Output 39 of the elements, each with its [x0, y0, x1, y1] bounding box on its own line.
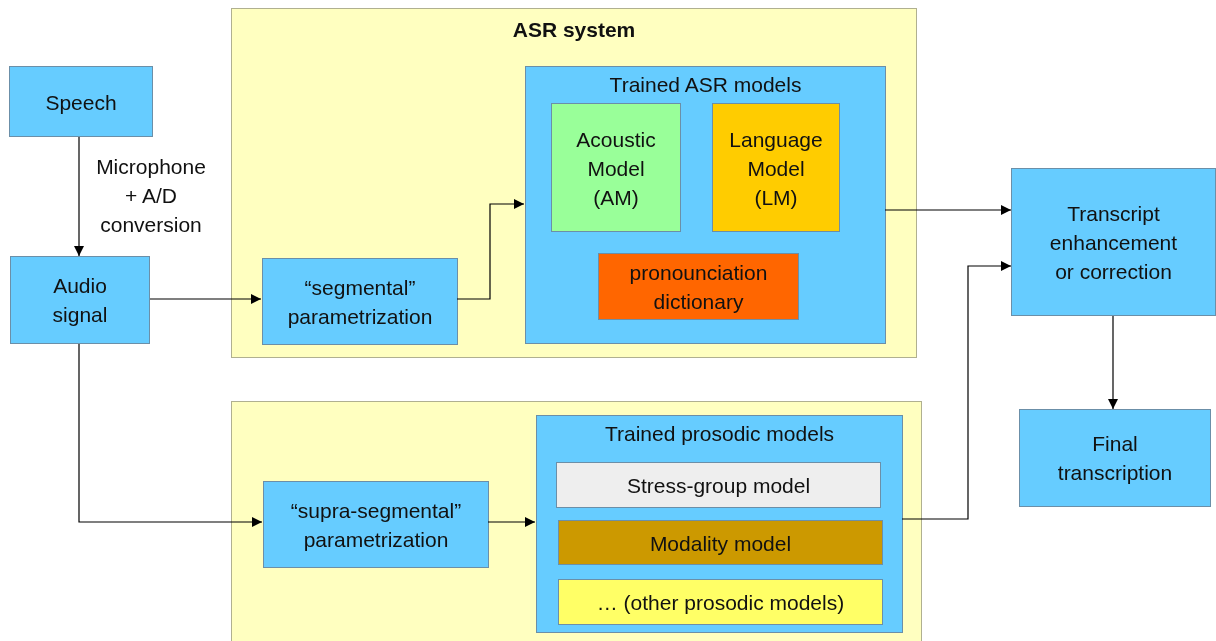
group-title: Trained ASR models — [608, 72, 803, 98]
process-box — [10, 256, 150, 344]
process-box — [9, 66, 153, 137]
group-title: ASR system — [511, 17, 637, 43]
arrow — [901, 261, 1012, 520]
system-panel — [231, 401, 922, 641]
system-panel — [231, 8, 917, 358]
box-label: pronounciation dictionary — [628, 259, 769, 315]
process-box — [263, 481, 489, 568]
arrow — [487, 517, 536, 527]
box-label: Speech — [44, 89, 118, 116]
model-box — [551, 103, 681, 232]
arrow — [74, 136, 84, 257]
arrow — [456, 199, 525, 300]
arrow — [1108, 315, 1118, 410]
box-label: Stress-group model — [625, 472, 812, 499]
model-group-box — [525, 66, 886, 344]
box-label: Language Model (LM) — [728, 126, 824, 211]
box-label: Transcript enhancement or correction — [1048, 200, 1179, 285]
box-label: … (other prosodic models) — [595, 589, 846, 616]
arrow — [884, 205, 1012, 215]
model-box — [556, 462, 881, 508]
arrow — [149, 294, 262, 304]
model-box — [712, 103, 840, 232]
box-label: Acoustic Model (AM) — [575, 126, 657, 211]
process-box — [1019, 409, 1211, 507]
box-label: Audio signal — [51, 273, 109, 328]
model-group-box — [536, 415, 903, 633]
box-label: Modality model — [648, 530, 793, 557]
model-box — [558, 520, 883, 565]
group-title: Trained prosodic models — [603, 421, 836, 447]
process-box — [262, 258, 458, 345]
process-box — [1011, 168, 1216, 316]
arrow — [78, 343, 263, 527]
dictionary-box — [598, 253, 799, 320]
box-label: “segmental” parametrization — [286, 274, 434, 330]
box-label: “supra-segmental” parametrization — [289, 497, 463, 553]
box-label: Final transcription — [1056, 431, 1174, 486]
model-box — [558, 579, 883, 625]
